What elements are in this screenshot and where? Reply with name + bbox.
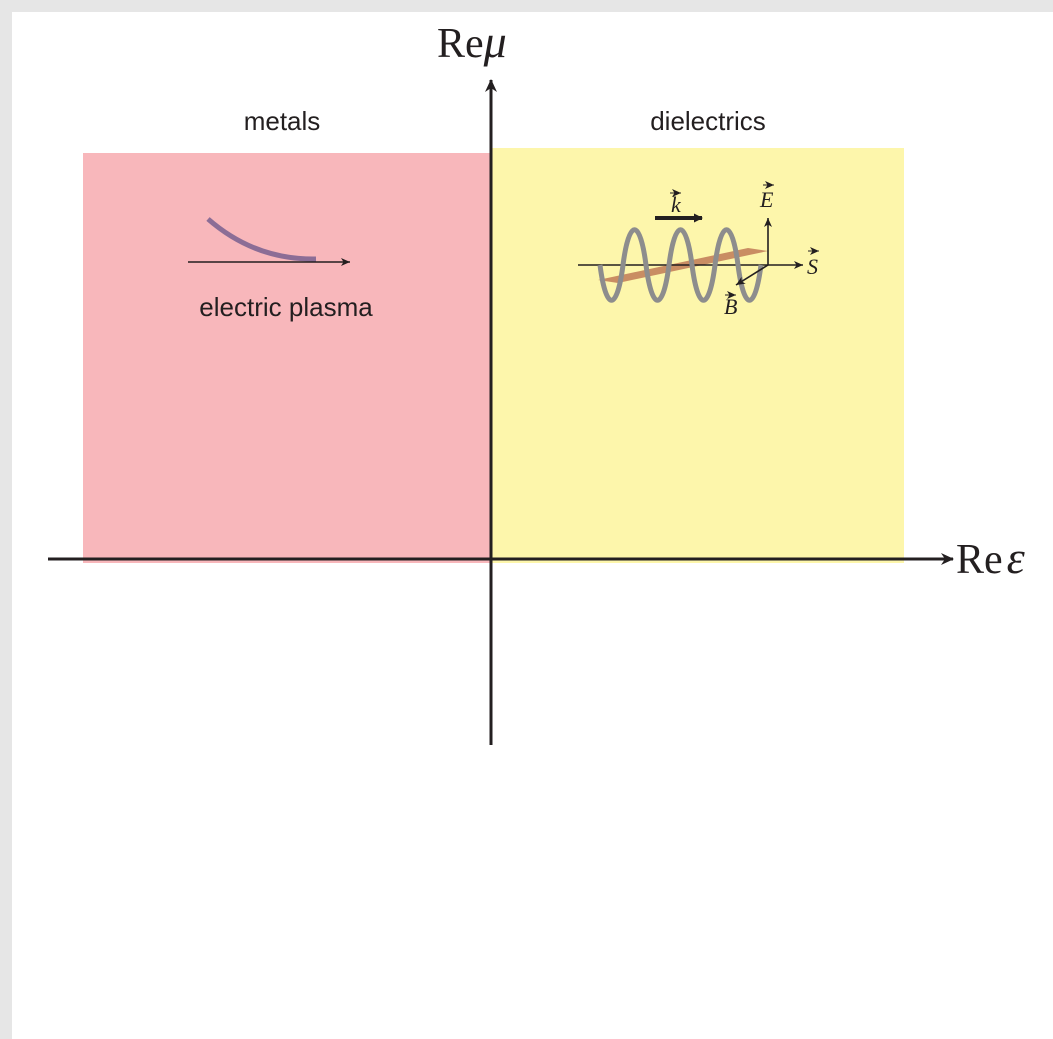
metals-label: metals	[244, 106, 321, 136]
b-symbol: B	[724, 294, 737, 319]
s-symbol: S	[807, 254, 818, 279]
x-axis-label: Reε	[956, 532, 1026, 583]
electric-field-wave	[597, 227, 764, 303]
metals-quadrant	[83, 153, 491, 563]
k-vector-label: k	[671, 192, 682, 217]
k-symbol: k	[671, 192, 682, 217]
dielectrics-quadrant	[491, 148, 904, 563]
y-axis-label-symbol: μ	[483, 16, 507, 67]
e-vector-label: E	[759, 187, 774, 212]
e-symbol: E	[759, 187, 774, 212]
s-vector-label: S	[807, 254, 818, 279]
plasma-dispersion-curve	[206, 217, 317, 262]
electric-plasma-inset: electric plasma	[188, 217, 373, 322]
x-axis-label-prefix: Re	[956, 537, 1003, 583]
b-vector-arrow	[735, 264, 769, 286]
electric-plasma-caption: electric plasma	[199, 292, 373, 322]
y-axis-label: Reμ	[437, 16, 507, 67]
dielectrics-label: dielectrics	[650, 106, 766, 136]
x-axis-label-symbol: ε	[1007, 532, 1026, 583]
y-axis-label-prefix: Re	[437, 21, 484, 67]
b-vector-label: B	[724, 294, 737, 319]
em-wave-inset: k E S B	[578, 181, 819, 319]
